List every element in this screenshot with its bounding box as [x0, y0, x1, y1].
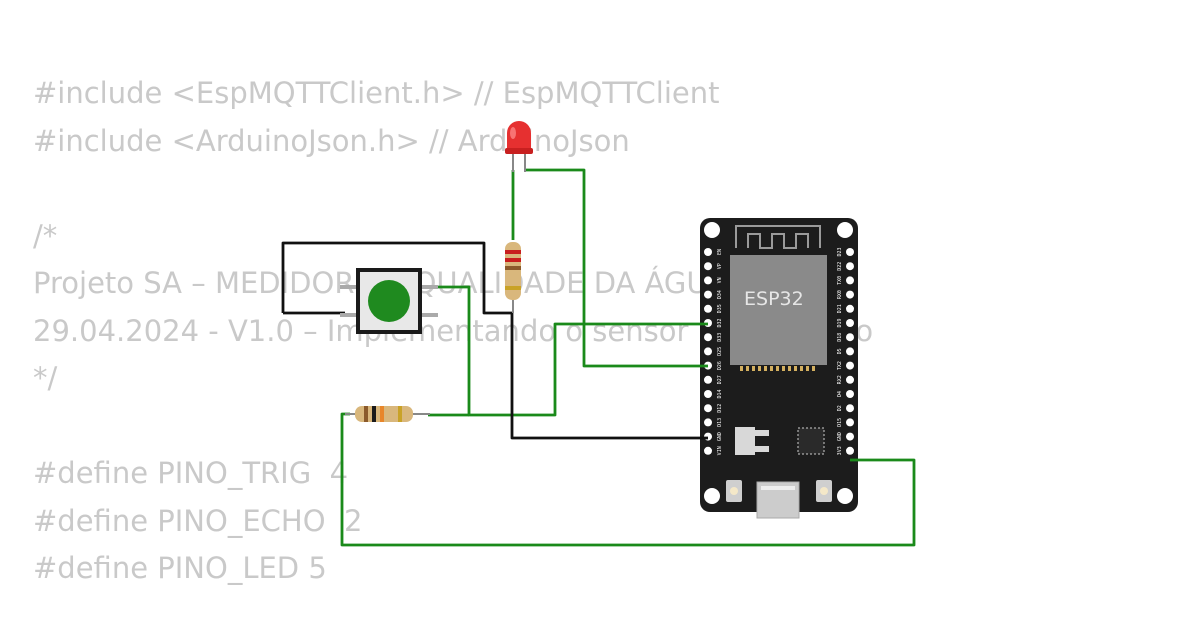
- pin-label: VP: [717, 263, 723, 269]
- wire-ground[interactable]: [281, 241, 708, 440]
- pin-label: RX2: [837, 375, 843, 384]
- pin-hole[interactable]: [846, 375, 854, 384]
- chip-pads: [740, 366, 815, 371]
- pin-label: D26: [717, 361, 723, 370]
- pin-hole[interactable]: [846, 390, 854, 398]
- led-resistor[interactable]: [505, 242, 521, 300]
- code-line: #define PINO_TRIG 4: [33, 456, 349, 490]
- pin-hole[interactable]: [846, 418, 854, 427]
- code-line: /*: [33, 218, 58, 253]
- pin-hole[interactable]: [846, 404, 854, 413]
- pin-hole[interactable]: [846, 432, 854, 441]
- antenna-icon: [735, 225, 821, 249]
- pin-hole[interactable]: [704, 304, 712, 313]
- pin-hole[interactable]: [704, 333, 712, 342]
- pin-hole[interactable]: [846, 290, 854, 299]
- pin-label: D25: [717, 347, 723, 356]
- pin-label: D22: [837, 262, 843, 271]
- voltage-regulator: [735, 427, 755, 455]
- pin-label: GND: [837, 432, 843, 441]
- pin-label: EN: [717, 249, 723, 255]
- pin-label: D33: [717, 333, 723, 342]
- pin-hole[interactable]: [704, 404, 712, 413]
- wire-button-to-d32[interactable]: [438, 285, 708, 417]
- pin-hole[interactable]: [704, 262, 712, 271]
- pin-hole[interactable]: [704, 390, 712, 398]
- code-line: #include <ArduinoJson.h> // ArduinoJson: [33, 123, 630, 158]
- pulldown-resistor[interactable]: [345, 406, 430, 422]
- pin-hole[interactable]: [846, 262, 854, 271]
- button-cap[interactable]: [368, 280, 410, 322]
- pin-label: VN: [717, 277, 723, 283]
- pin-hole[interactable]: [704, 290, 712, 299]
- pin-label: 3V3: [837, 446, 843, 455]
- code-line: #define PINO_ECHO 2: [33, 503, 363, 538]
- pin-label: TX0: [837, 276, 843, 285]
- pin-hole[interactable]: [704, 375, 712, 384]
- pin-label: D13: [717, 418, 723, 427]
- pin-label: D35: [717, 304, 723, 313]
- pin-label: RX0: [837, 290, 843, 299]
- pin-hole[interactable]: [846, 276, 854, 285]
- pin-label: D5: [837, 348, 843, 354]
- pin-hole[interactable]: [704, 446, 712, 455]
- pin-label: VIN: [717, 446, 723, 455]
- pin-label: D14: [717, 389, 723, 398]
- pin-hole[interactable]: [704, 248, 712, 256]
- pin-label: D18: [837, 333, 843, 342]
- pin-label: TX2: [837, 361, 843, 370]
- pushbutton[interactable]: [340, 268, 438, 334]
- pin-hole[interactable]: [846, 319, 854, 327]
- code-line: */: [33, 361, 58, 395]
- pin-hole[interactable]: [846, 333, 854, 342]
- wires: [281, 168, 916, 547]
- pin-hole[interactable]: [704, 276, 712, 285]
- pin-label: D34: [717, 290, 723, 299]
- pin-hole[interactable]: [846, 446, 854, 455]
- pin-label: D12: [717, 404, 723, 413]
- code-line: #include <EspMQTTClient.h> // EspMQTTCli…: [33, 76, 720, 110]
- wire-led-to-d26[interactable]: [525, 168, 708, 368]
- usb-chip: [797, 427, 825, 455]
- pin-hole[interactable]: [846, 304, 854, 313]
- pin-hole[interactable]: [846, 361, 854, 370]
- pin-label: D32: [717, 318, 723, 327]
- pin-label: GND: [717, 432, 723, 441]
- code-line: #define PINO_LED 5: [33, 551, 327, 585]
- pin-label: D23: [837, 247, 843, 256]
- pin-label: D19: [837, 318, 843, 327]
- pin-label: D15: [837, 418, 843, 427]
- pin-hole[interactable]: [846, 347, 854, 356]
- pin-label: D2: [837, 405, 843, 411]
- chip-label: ESP32: [744, 288, 804, 310]
- red-led[interactable]: [505, 121, 533, 172]
- pin-label: D27: [717, 375, 723, 384]
- pin-hole[interactable]: [846, 248, 854, 256]
- wire-pulldown-to-3v3[interactable]: [340, 412, 916, 547]
- pin-label: D21: [837, 304, 843, 313]
- pin-label: D4: [837, 391, 843, 397]
- code-background: #include <EspMQTTClient.h> // EspMQTTCli…: [33, 70, 873, 593]
- pin-hole[interactable]: [704, 347, 712, 356]
- pin-hole[interactable]: [704, 418, 712, 427]
- esp32-chip: [730, 255, 827, 365]
